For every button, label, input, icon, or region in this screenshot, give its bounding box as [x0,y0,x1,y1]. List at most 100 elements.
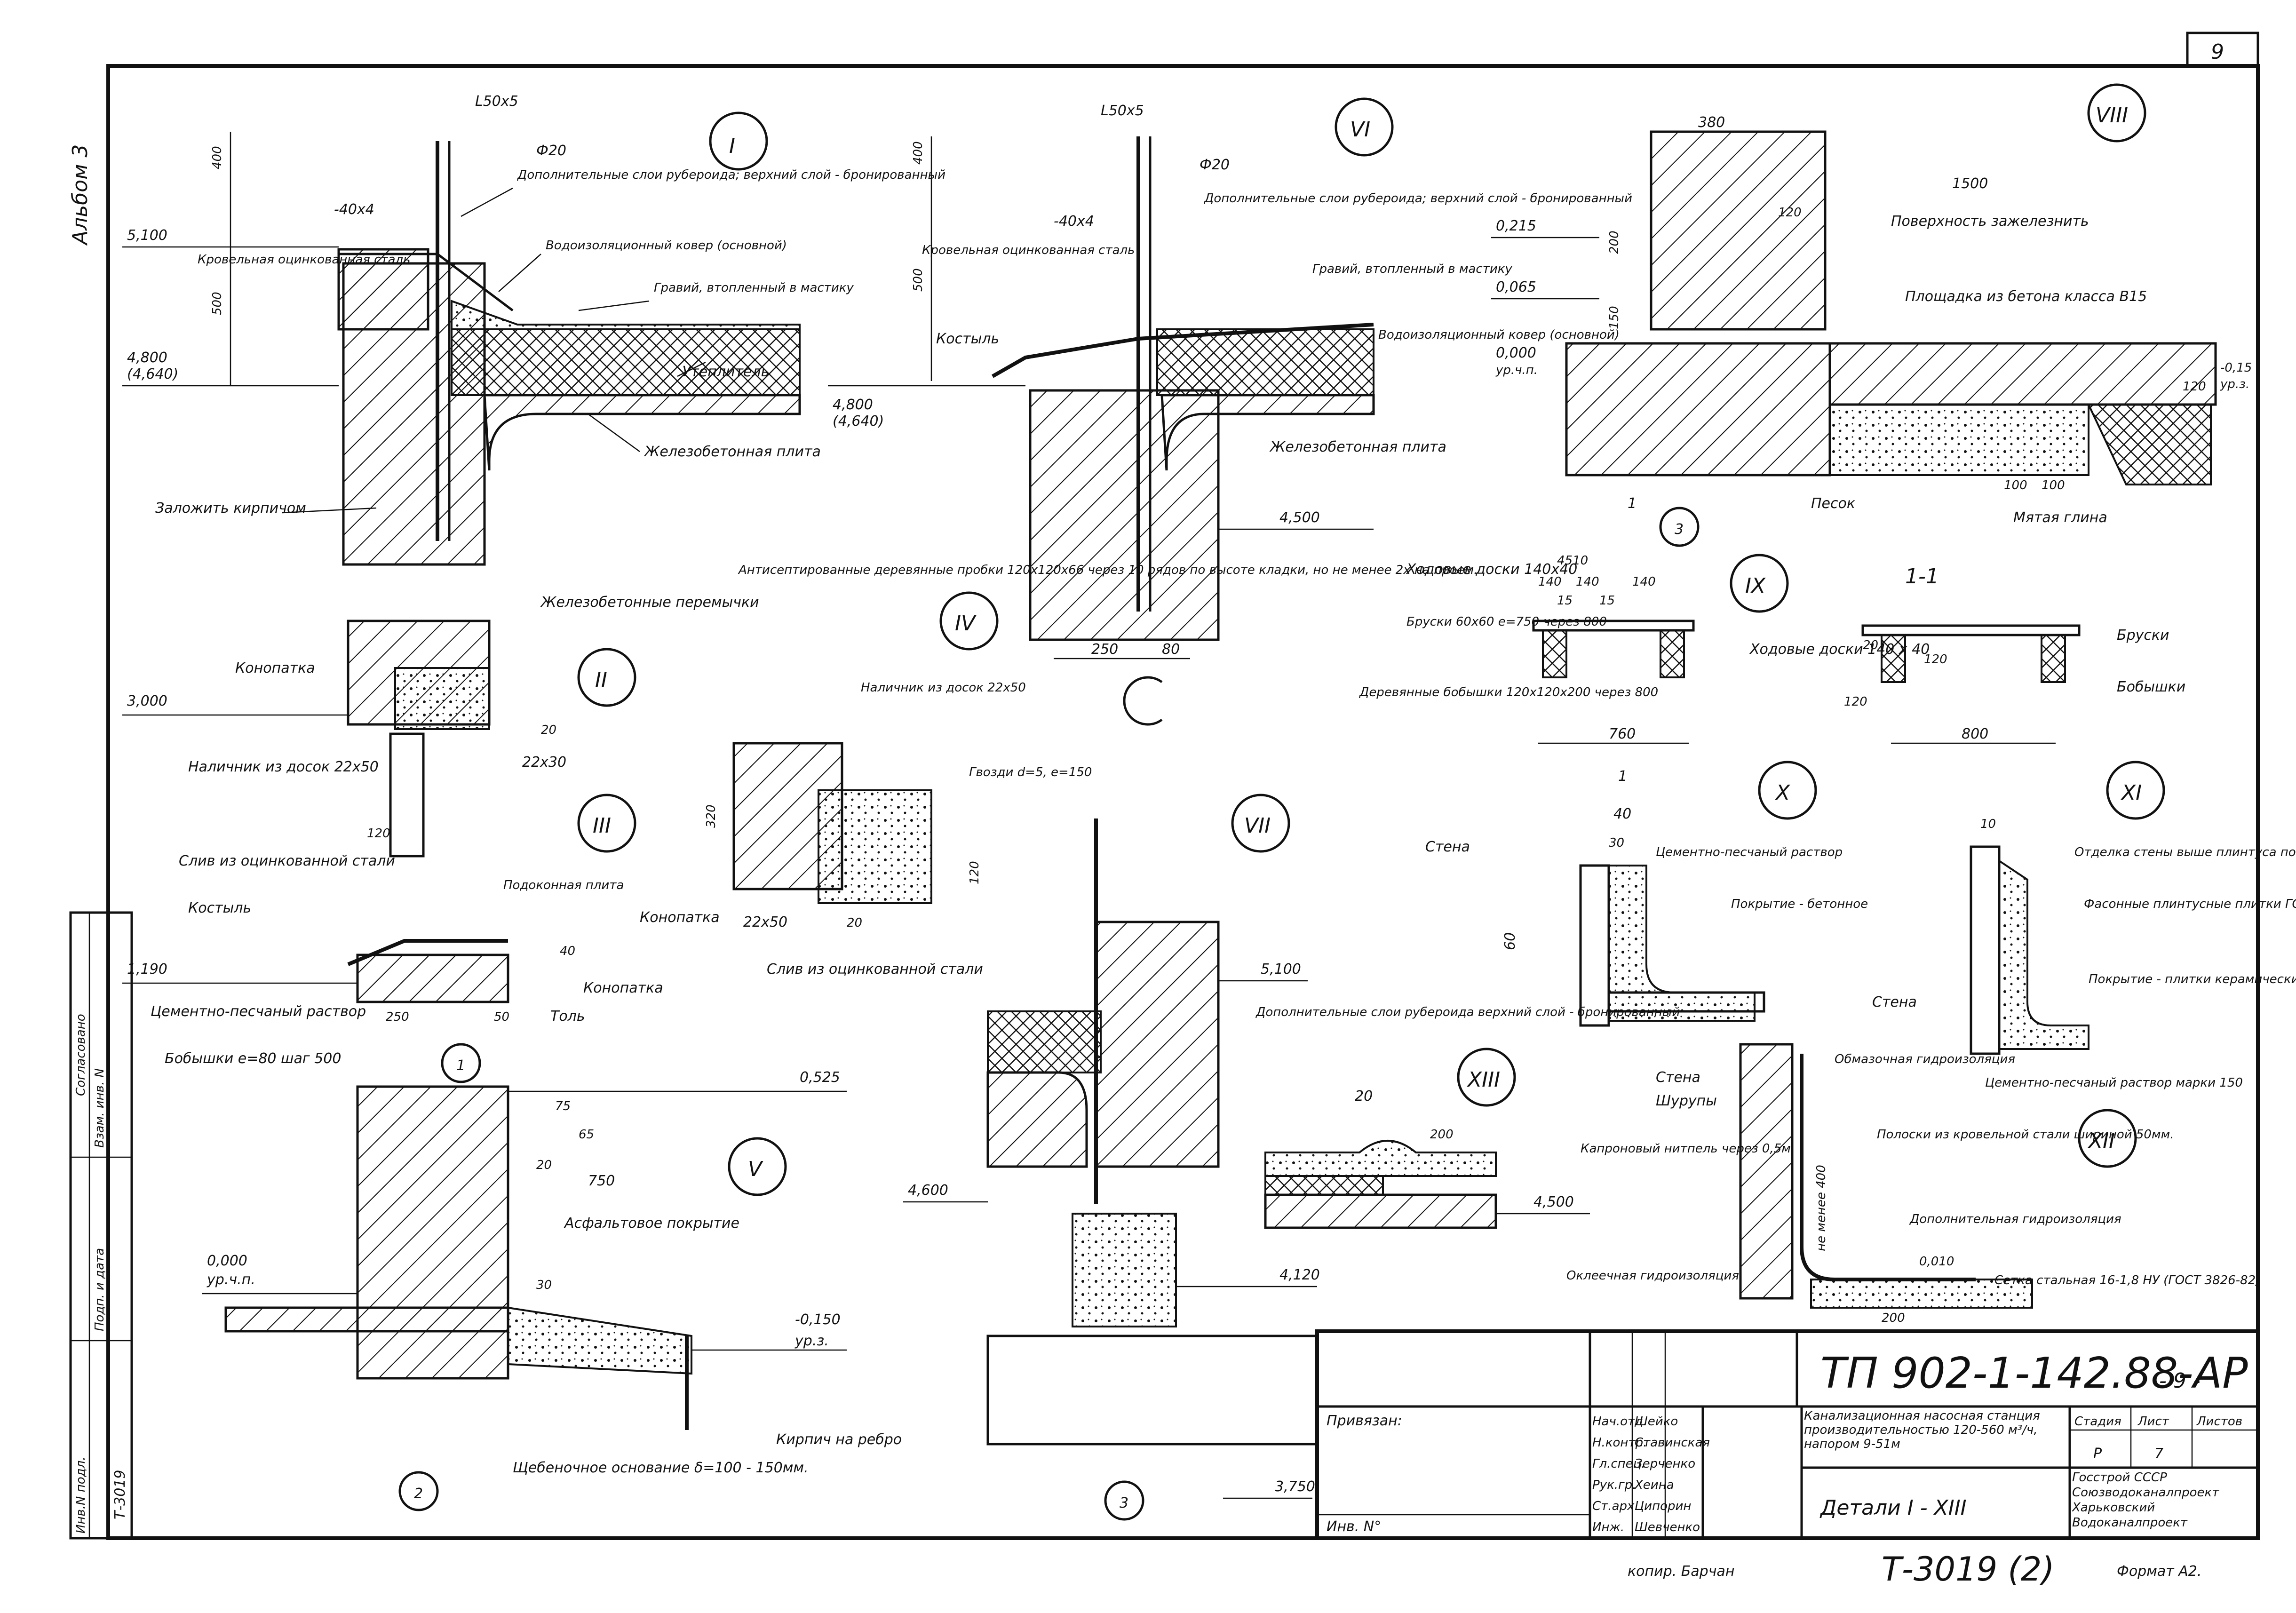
detail-I-callout-slab: Железобетонная плита [644,444,821,460]
detail-V-callout-crushed: Щебеночное основание δ=100 - 150мм. [513,1460,809,1476]
detail-VIII-wall [1650,130,1827,331]
detail-VII-axis-circle [1104,1480,1144,1521]
title-role-4: Рук.гр. [1592,1478,1636,1492]
detail-XII-screed [1810,1279,2033,1309]
detail-XII-callout-extra: Дополнительная гидроизоляция [1909,1212,2121,1226]
detail-III-callout-drip: Слив из оцинкованной стали [179,853,395,869]
detail-VI-wall [1029,389,1220,641]
detail-XI-wall [1970,845,2001,1055]
detail-XI: XI 10 Отделка стены выше плинтуса по про… [1872,761,2296,1090]
title-sheets-header: Листов [2196,1414,2242,1429]
detail-V-dim-20: 20 [536,1158,552,1172]
detail-II-level: 3,000 [127,693,167,709]
detail-IX-dim-15b: 15 [1599,594,1615,608]
detail-X-floor [1607,991,1765,1013]
detail-X-marker: X [1775,781,1790,805]
detail-VI-marker-circle [1335,97,1394,157]
detail-X-dim-60: 60 [1502,932,1518,950]
detail-XII-callout-nylon: Капроновый нитпель через 0,5м. [1581,1142,1795,1156]
detail-XII-marker-circle [2078,1109,2137,1168]
detail-VI-marker: VI [1350,118,1370,142]
detail-I-strip-label: -40x4 [334,201,374,218]
detail-V-base [224,1306,509,1333]
detail-VIII-dim-120b: 120 [2183,380,2206,394]
detail-VII-wall [1095,921,1220,1168]
detail-VI-angle-label: L50x5 [1101,103,1144,119]
detail-VII-level-bottom: 3,750 [1275,1478,1315,1495]
detail-III-callout-tol: Толь [550,1008,585,1025]
detail-III-axis-circle [441,1043,481,1083]
detail-XII-callout-screws: Шурупы [1656,1093,1717,1109]
detail-VII-insulation [987,1010,1102,1073]
detail-VIII-dim-380: 380 [1698,114,1725,131]
title-stage: Р [2093,1446,2102,1462]
detail-I-angle-label: L50x5 [475,93,518,110]
detail-XII-callout-mesh: Сетка стальная 16-1,8 НУ (ГОСТ 3826-82) [1994,1273,2260,1287]
detail-VIII-callout-clay: Мятая глина [2013,509,2107,526]
detail-III-callout-mortar: Цементно-песчаный раствор [151,1003,366,1020]
org-box: Госстрой СССР Союзводоканалпроект Харько… [2072,1470,2219,1530]
detail-VIII-dim-200: 200 [1607,230,1621,254]
detail-II-marker: II [595,668,607,692]
detail-V: V 0,525 75 65 20 750 Асфальтовое покрыти… [202,1069,902,1511]
detail-VIII-dim-150: 150 [1607,306,1621,329]
detail-I-leaders [282,187,706,514]
detail-X: X 40 30 60 Стена Цементно-песчаный раств… [1425,761,1868,1027]
detail-X-mortar [1608,865,1756,1022]
detail-VIII-section-label: 1-1 [1905,564,1939,588]
title-code: ТП 902-1-142.88-АР [1820,1349,2248,1398]
detail-II-frame [389,732,425,858]
detail-I-callout-roofing-steel: Кровельная оцинкованная сталь [198,253,411,267]
detail-XI-dim-10: 10 [1980,817,1996,831]
detail-IX-section-bars: Бруски [2117,627,2169,644]
detail-XIII-marker-circle [1457,1048,1516,1107]
detail-VII-level-left: 4,600 [908,1182,948,1199]
detail-XII-callout-pasted: Оклеечная гидроизоляция [1566,1269,1739,1283]
detail-XII-dim-400: не менее 400 [1814,1165,1828,1251]
detail-IX-section-block-left [1881,634,1906,683]
detail-VIII-callout-platform: Площадка из бетона класса B15 [1905,288,2147,305]
title-name-5: Ципорин [1635,1499,1691,1513]
detail-IX-callout-bars: Бруски 60x60 e=750 через 800 [1406,615,1607,629]
detail-VIII-marker-circle [2087,83,2146,143]
format-label: Формат А2. [2117,1563,2201,1580]
title-bound-label: Привязан: [1327,1413,1402,1429]
detail-VIII-level-215: 0,215 [1496,218,1536,234]
detail-VIII-level-zero-note: ур.ч.п. [1495,363,1538,377]
detail-VI-callout-slab: Железобетонная плита [1269,439,1446,455]
page-number: 9 [2211,40,2224,64]
detail-III-callout-bracket: Костыль [188,900,251,916]
detail-VII: VII 5,100 4,600 4,120 3,750 3 [903,794,1320,1521]
detail-III-callout-slab: Подоконная плита [503,878,624,892]
project-title: Канализационная насосная станция произво… [1804,1409,2040,1451]
detail-V-level-top: 0,525 [800,1069,840,1086]
detail-II-dim-20: 20 [541,723,556,737]
detail-VIII-level-minus: -0,15 [2220,361,2252,375]
detail-IX-section-board [1861,624,2081,636]
detail-VIII-level-065: 0,065 [1496,279,1536,295]
detail-I-level-top: 5,100 [127,227,167,244]
detail-V-axis: 2 [414,1486,423,1502]
detail-V-callout-brick-edge: Кирпич на ребро [776,1431,902,1448]
detail-VI-rod-label: Ф20 [1200,157,1230,173]
detail-VI-roof-slope [992,323,1374,378]
detail-VIII-axis: 3 [1675,521,1684,538]
detail-XIII-slab [1264,1193,1497,1229]
detail-IX-dim-15a: 15 [1557,594,1573,608]
album-label: Альбом 3 [68,144,92,246]
detail-I-callout-gravel: Гравий, втопленный в мастику [654,281,854,295]
detail-IX-section-mark: 1 [1618,768,1627,785]
page-number-box [2186,32,2259,67]
detail-VI: VI L50x5 Ф20 -40x4 400 500 Дополнительны… [828,97,1632,726]
detail-I-callout-brick: Заложить кирпичом [155,500,306,516]
detail-XIII: XIII Дополнительные слои рубероида верхн… [1255,1005,1680,1229]
detail-IV-callout-casing: Наличник из досок 22x50 [861,681,1026,695]
detail-V-marker: V [748,1157,763,1181]
detail-IX-marker: IX [1745,574,1766,598]
detail-VIII-lower [1565,342,1831,477]
detail-V-callout-asphalt: Асфальтовое покрытие [564,1215,739,1232]
title-name-6: Шевченко [1635,1520,1700,1534]
detail-VI-callout-main-carpet: Водоизоляционный ковер (основной) [1378,328,1620,342]
detail-IX-block-right [1660,629,1685,678]
